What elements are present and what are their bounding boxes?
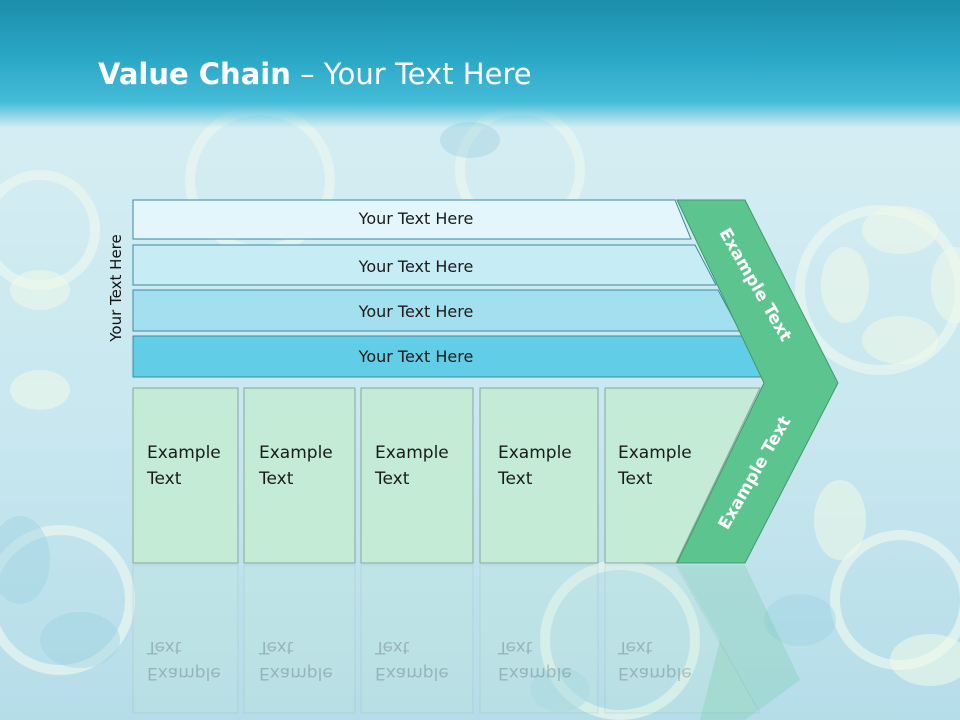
- box-4-reflection-label: Example Text: [498, 637, 572, 683]
- box-3-reflection: [360, 564, 474, 714]
- box-3-label: Example Text: [375, 443, 449, 489]
- slide-title-rest: – Your Text Here: [290, 57, 532, 91]
- box-1-label: Example Text: [147, 443, 221, 489]
- bar-3-label: Your Text Here: [358, 302, 474, 321]
- box-5-reflection-label: Example Text: [618, 637, 692, 683]
- slide-title-bold: Value Chain: [98, 57, 291, 91]
- box-2-label: Example Text: [259, 443, 333, 489]
- box-1-reflection: [132, 564, 239, 714]
- box-4: [479, 387, 599, 564]
- box-5-label: Example Text: [618, 443, 692, 489]
- box-2-reflection-label: Example Text: [259, 637, 333, 683]
- box-5-reflection: [604, 564, 761, 714]
- box-2: [243, 387, 356, 564]
- slide-title: Value Chain – Your Text Here: [98, 52, 532, 96]
- bar-1: [132, 199, 692, 240]
- bar-2-label: Your Text Here: [358, 257, 474, 276]
- title-bar: [0, 0, 960, 128]
- chevron-reflection: [677, 565, 800, 720]
- box-1: [132, 387, 239, 564]
- box-3-reflection-label: Example Text: [375, 637, 449, 683]
- chevron-arrow: [676, 199, 839, 564]
- box-2-reflection: [243, 564, 356, 714]
- bar-2: [132, 244, 717, 286]
- box-1-reflection-label: Example Text: [147, 637, 221, 683]
- box-5: [604, 387, 761, 564]
- box-3: [360, 387, 474, 564]
- box-4-label: Example Text: [498, 443, 572, 489]
- bar-1-label: Your Text Here: [358, 209, 474, 228]
- box-4-reflection: [479, 564, 599, 714]
- bar-4-label: Your Text Here: [358, 347, 474, 366]
